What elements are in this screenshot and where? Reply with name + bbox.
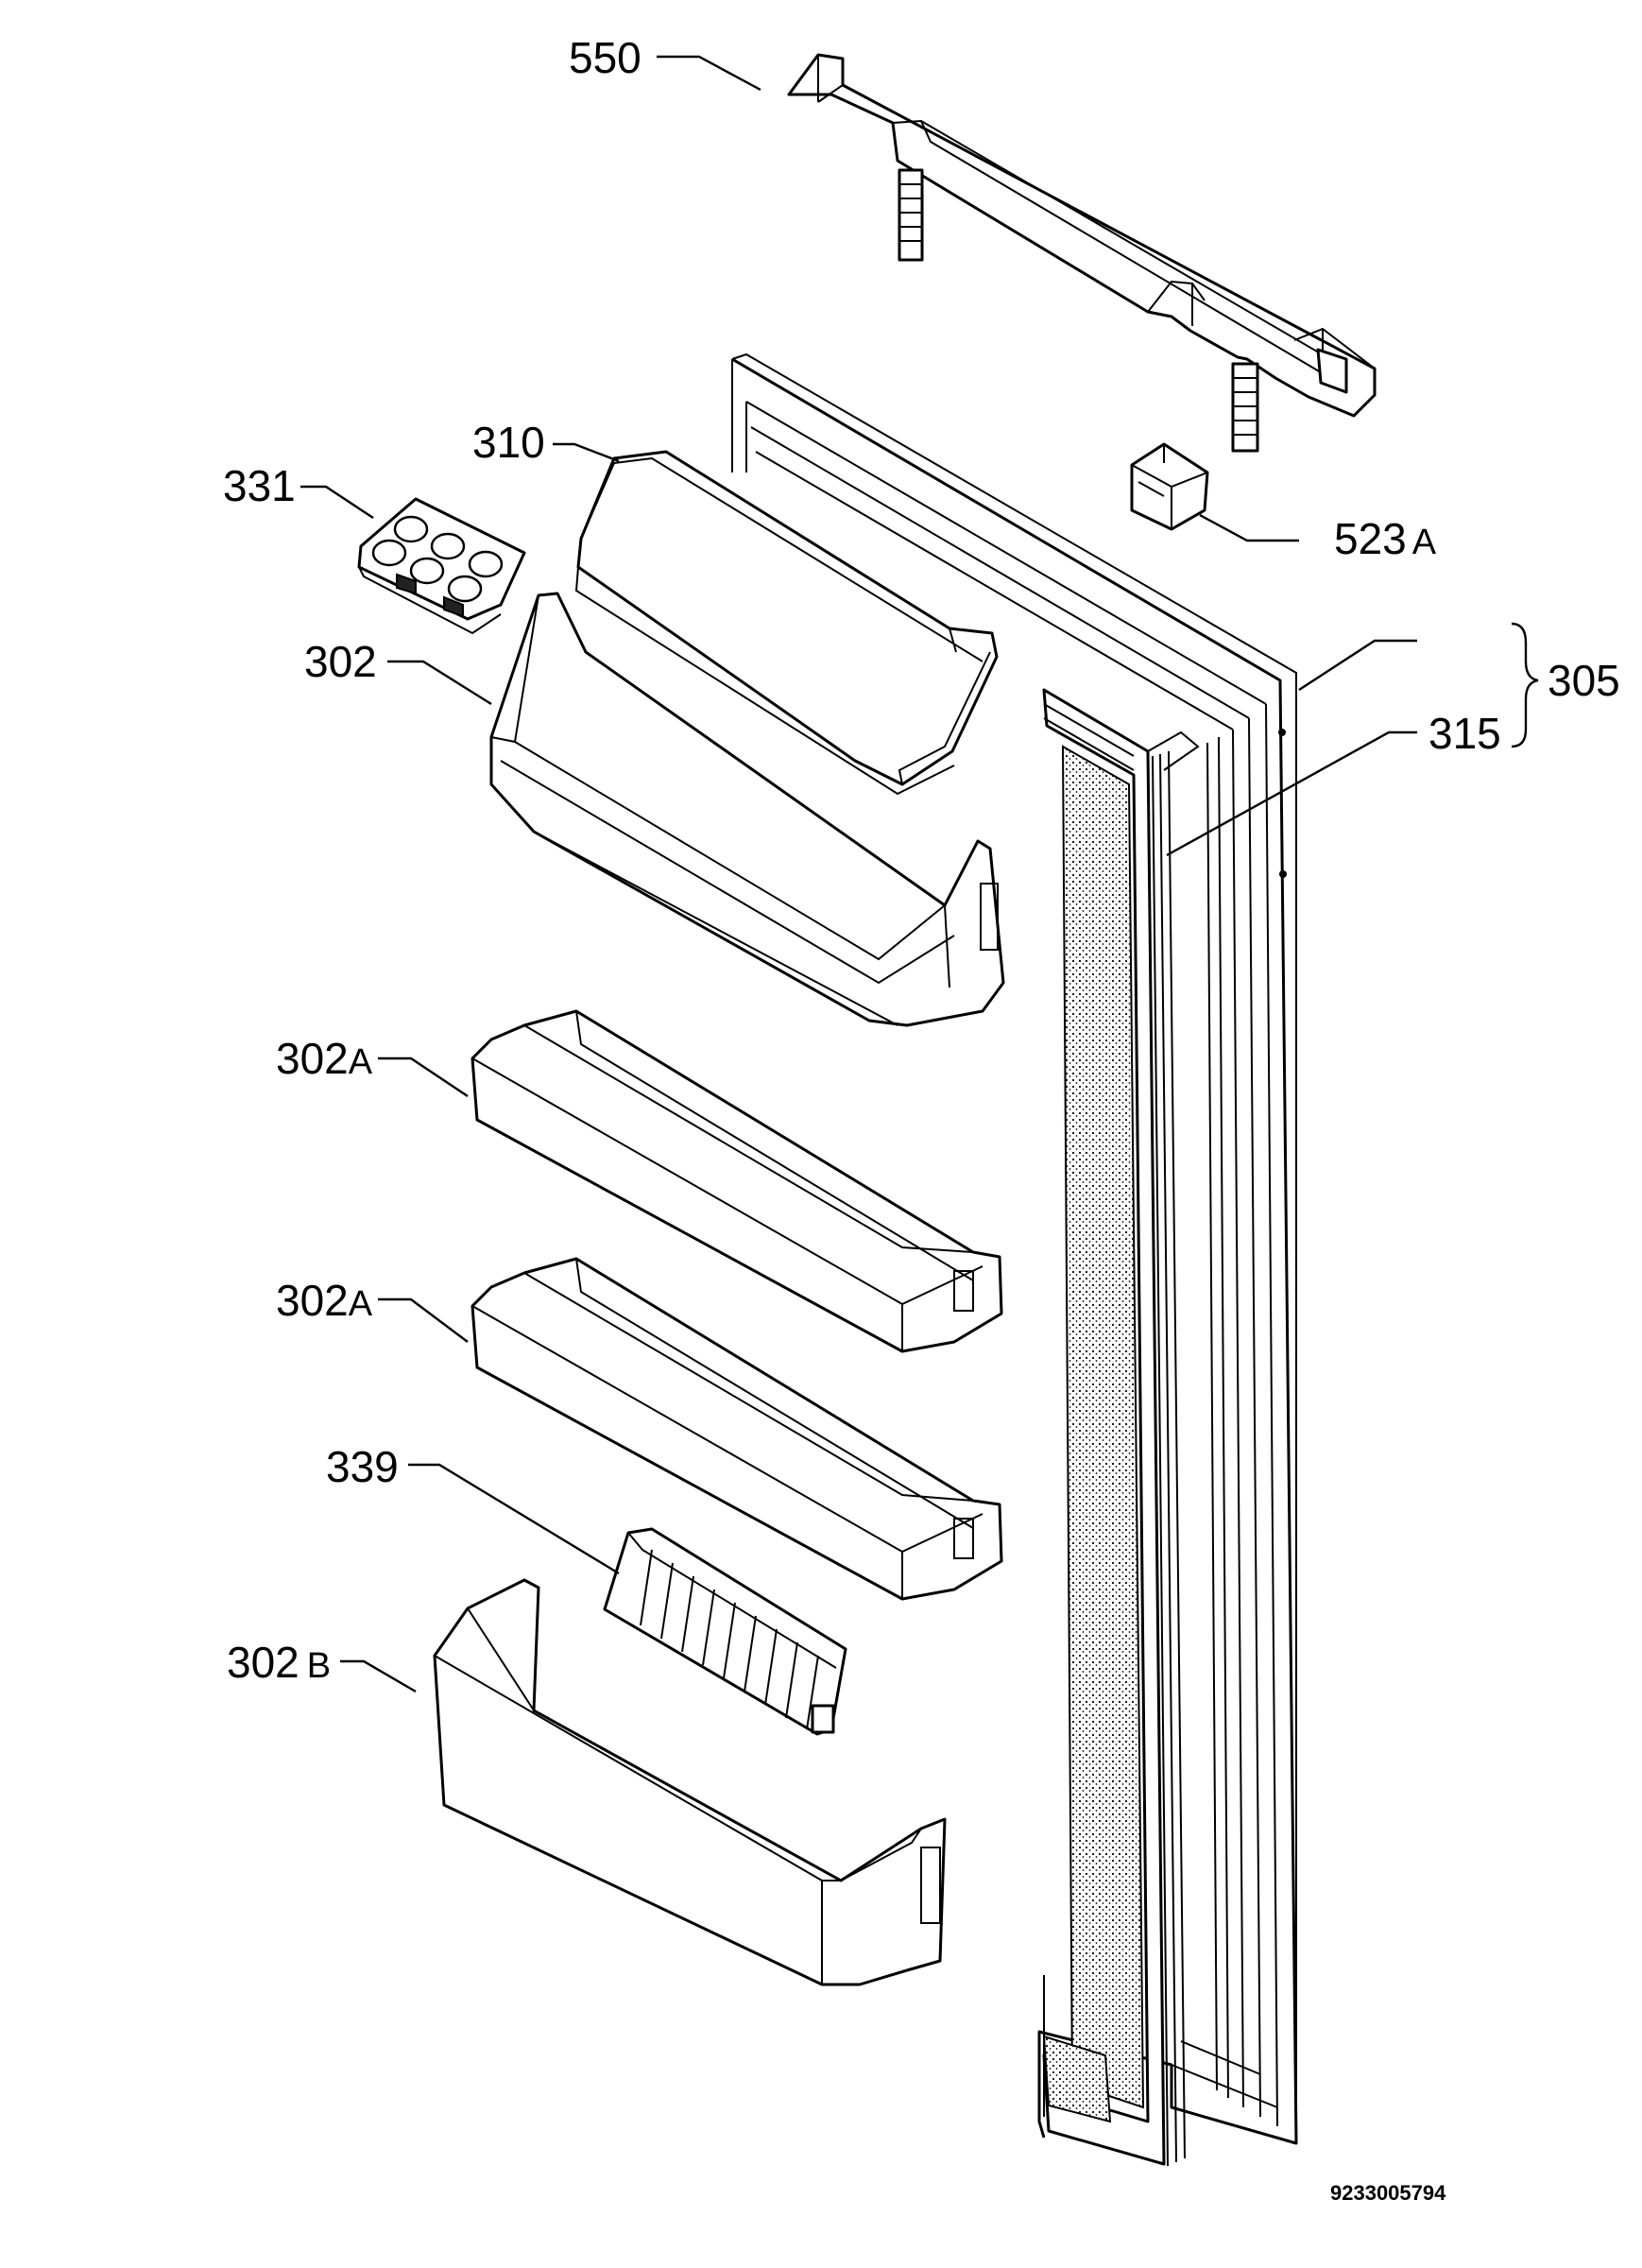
callout-310: 310 [472,418,545,467]
door-bin-part-302a-upper [470,1009,1003,1353]
leader-lines [300,55,1539,1693]
dairy-lid-part-310 [574,450,999,796]
door-bin-part-302b [433,1578,947,1986]
callout-331: 331 [223,461,296,510]
drawing-number: 9233005794 [1330,2181,1446,2205]
door-bin-part-302a-lower [470,1257,1003,1601]
egg-tray-part-331 [357,497,526,635]
callout-305: 305 [1548,656,1620,705]
hinge-cover-part-523a [1130,442,1209,531]
callout-315: 315 [1428,709,1501,758]
callout-550: 550 [569,33,641,82]
callout-302a-upper: 302A [276,1034,373,1083]
callout-339: 339 [326,1442,399,1491]
handle-stud-right [1231,362,1259,453]
bottle-separator-part-339 [603,1527,847,1736]
handle-stud-left [898,168,924,262]
door-gasket [1042,688,1200,2167]
callout-302: 302 [304,637,377,686]
callout-302a-lower: 302A [276,1276,373,1325]
door-bin-part-302 [489,592,1005,1027]
door-handle-part-550 [787,53,1377,453]
